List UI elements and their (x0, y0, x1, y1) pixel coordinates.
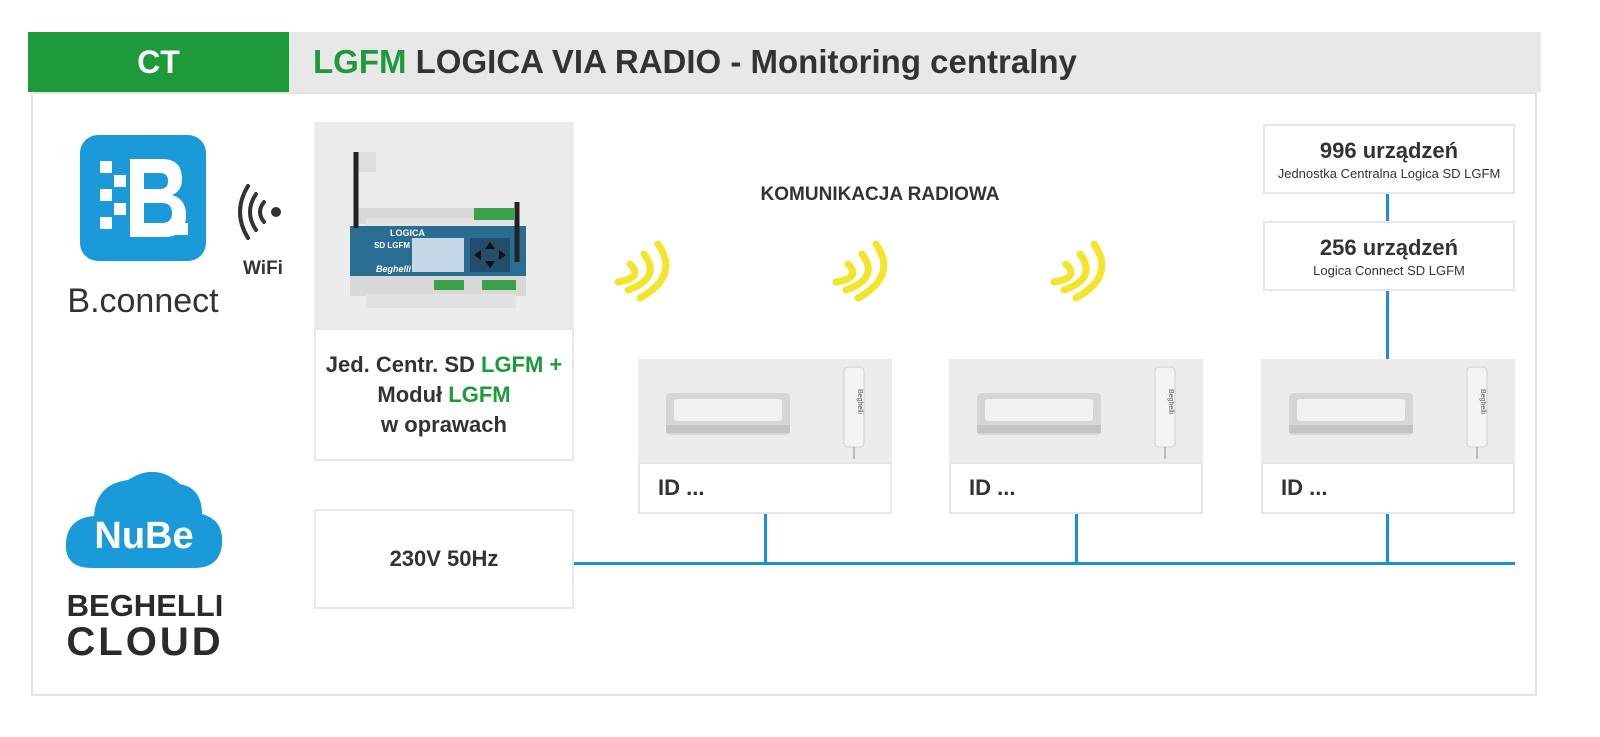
caption-line1: Jed. Centr. SD LGFM + (326, 350, 563, 380)
device-image-1: Beghelli (638, 359, 892, 462)
bus-drop-1 (764, 513, 767, 563)
caption-line2: Moduł LGFM (377, 380, 510, 410)
diagram-frame (31, 92, 1537, 696)
cloud-logo-icon: NuBe (62, 458, 227, 578)
cloud-brand-line1: BEGHELLI (66, 588, 224, 623)
radio-wave-icon-3 (1036, 236, 1116, 316)
cloud-logo-text: NuBe (94, 515, 193, 557)
wifi-icon (236, 180, 296, 250)
radio-label: KOMUNIKACJA RADIOWA (760, 184, 1000, 205)
device-id-label-3: ID ... (1281, 475, 1328, 500)
device-brand-3: Beghelli (1479, 389, 1486, 414)
bconnect-logo-icon (80, 135, 206, 261)
capacity-box-1: 996 urządzeń Jednostka Centralna Logica … (1263, 124, 1515, 194)
device-brand-1: Beghelli (856, 389, 863, 414)
device-unit-1: Beghelli ID ... (638, 359, 892, 514)
power-label: 230V 50Hz (389, 546, 499, 571)
caption-line2-a: Moduł (377, 381, 449, 407)
device-id-label-1: ID ... (658, 475, 705, 500)
wifi-label: WiFi (243, 258, 283, 279)
header-ct-label: CT (28, 32, 289, 92)
bus-line-horizontal (574, 562, 1515, 565)
capacity-desc-2: Logica Connect SD LGFM (1313, 262, 1465, 278)
title-accent: LGFM (313, 43, 407, 80)
caption-line3: w oprawach (381, 411, 507, 437)
radio-wave-icon-2 (818, 236, 898, 316)
caption-line1-a: Jed. Centr. SD (325, 351, 481, 377)
capacity-link-2 (1386, 291, 1389, 359)
device-image-2: Beghelli (949, 359, 1203, 462)
device-id-label-2: ID ... (969, 475, 1016, 500)
page-title: LGFM LOGICA VIA RADIO - Monitoring centr… (289, 32, 1541, 92)
device-id-box-3: ID ... (1261, 462, 1515, 514)
central-unit-screen-title: LOGICA (390, 228, 425, 238)
central-unit-brand: Beghelli (376, 264, 412, 274)
bconnect-logo-svg (100, 159, 188, 237)
title-rest: LOGICA VIA RADIO - Monitoring centralny (406, 43, 1077, 80)
capacity-desc-1: Jednostka Centralna Logica SD LGFM (1277, 165, 1501, 181)
bus-drop-2 (1075, 513, 1078, 563)
caption-line2-b: LGFM (448, 381, 511, 407)
device-id-box-2: ID ... (949, 462, 1203, 514)
device-image-3: Beghelli (1261, 359, 1515, 462)
capacity-box-2: 256 urządzeń Logica Connect SD LGFM (1263, 221, 1515, 291)
capacity-count-2: 256 urządzeń (1319, 234, 1459, 260)
capacity-link-1 (1386, 194, 1389, 221)
power-box: 230V 50Hz (314, 509, 574, 609)
central-unit-caption: Jed. Centr. SD LGFM + Moduł LGFM w opraw… (314, 328, 574, 461)
device-id-box-1: ID ... (638, 462, 892, 514)
cloud-brand-line2: CLOUD (66, 620, 224, 664)
central-unit-screen-sub: SD LGFM (374, 241, 410, 250)
device-unit-2: Beghelli ID ... (949, 359, 1203, 514)
device-unit-3: Beghelli ID ... (1261, 359, 1515, 514)
bconnect-label: B.connect (67, 282, 219, 320)
capacity-count-1: 996 urządzeń (1319, 137, 1459, 163)
caption-line1-b: LGFM + (481, 351, 563, 377)
radio-wave-icon-1 (600, 236, 680, 316)
bus-drop-3 (1386, 513, 1389, 563)
device-brand-2: Beghelli (1167, 389, 1174, 414)
central-unit-image: LOGICA SD LGFM Beghelli (314, 122, 574, 328)
